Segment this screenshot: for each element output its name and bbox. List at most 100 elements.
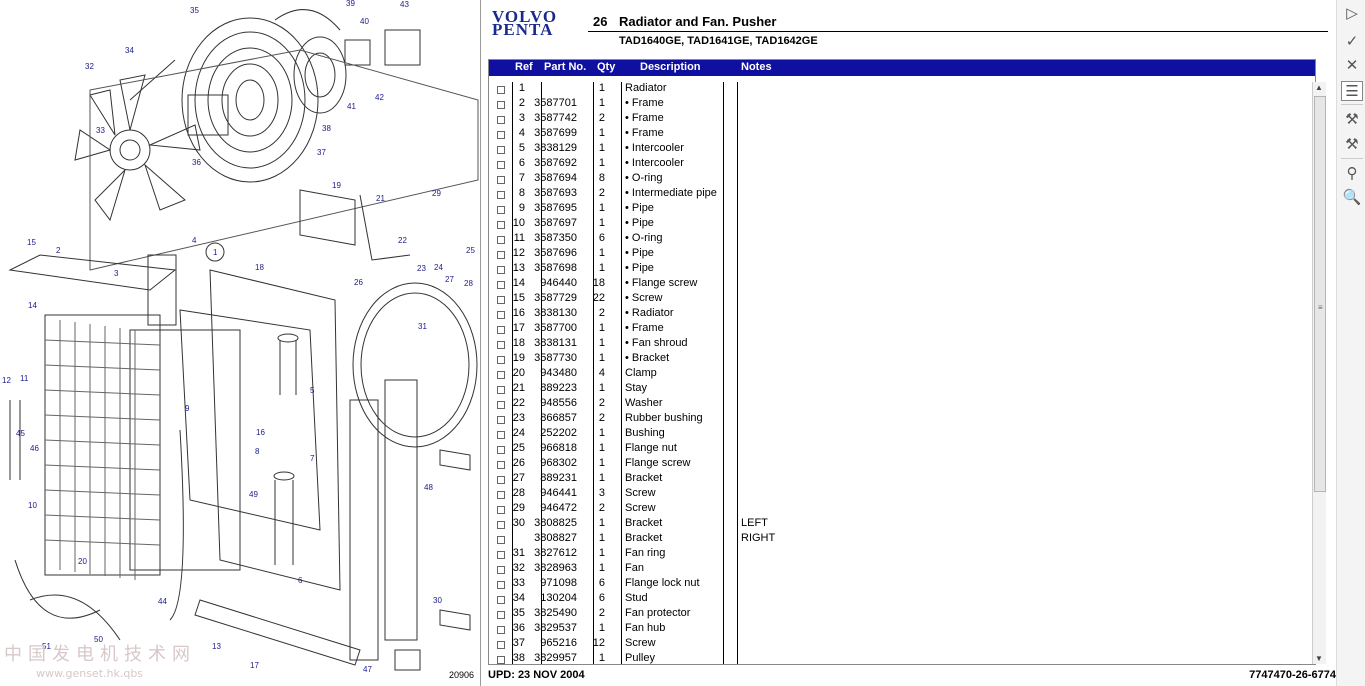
row-checkbox[interactable]: [497, 596, 505, 604]
check-icon[interactable]: ✓: [1345, 33, 1359, 50]
cell-description: • Flange screw: [625, 277, 698, 289]
row-checkbox[interactable]: [497, 641, 505, 649]
row-checkbox[interactable]: [497, 446, 505, 454]
parts-drawing: 1 2 3 4 5 6 7 8 9 10 11 12 13 14 15 16 1…: [0, 0, 481, 686]
scrollbar-thumb[interactable]: ≡: [1314, 96, 1326, 492]
binoculars-icon[interactable]: ⚲: [1346, 165, 1358, 182]
row-checkbox[interactable]: [497, 356, 505, 364]
row-checkbox[interactable]: [497, 266, 505, 274]
row-checkbox[interactable]: [497, 146, 505, 154]
col-notes-header[interactable]: Notes: [741, 61, 772, 73]
row-checkbox[interactable]: [497, 131, 505, 139]
close-icon[interactable]: ✕: [1345, 57, 1359, 74]
row-checkbox[interactable]: [497, 611, 505, 619]
tools-alt-icon[interactable]: ⚒: [1345, 136, 1359, 153]
scroll-down-arrow-icon[interactable]: ▼: [1315, 654, 1323, 663]
row-checkbox[interactable]: [497, 521, 505, 529]
row-checkbox[interactable]: [497, 581, 505, 589]
row-checkbox[interactable]: [497, 281, 505, 289]
row-checkbox[interactable]: [497, 371, 505, 379]
row-checkbox[interactable]: [497, 191, 505, 199]
row-checkbox[interactable]: [497, 236, 505, 244]
zoom-icon[interactable]: 🔍: [1342, 189, 1362, 206]
row-checkbox[interactable]: [497, 341, 505, 349]
col-description-header[interactable]: Description: [640, 61, 701, 73]
row-checkbox[interactable]: [497, 461, 505, 469]
row-checkbox[interactable]: [497, 386, 505, 394]
row-checkbox[interactable]: [497, 296, 505, 304]
row-checkbox[interactable]: [497, 116, 505, 124]
list-icon[interactable]: ☰: [1341, 81, 1363, 101]
row-checkbox[interactable]: [497, 536, 505, 544]
row-checkbox[interactable]: [497, 221, 505, 229]
row-checkbox[interactable]: [497, 491, 505, 499]
callout-11: 11: [20, 374, 29, 383]
row-checkbox[interactable]: [497, 86, 505, 94]
row-checkbox[interactable]: [497, 326, 505, 334]
row-checkbox[interactable]: [497, 416, 505, 424]
row-checkbox[interactable]: [497, 551, 505, 559]
scroll-up-arrow-icon[interactable]: ▲: [1315, 83, 1323, 92]
row-checkbox[interactable]: [497, 626, 505, 634]
row-checkbox[interactable]: [497, 311, 505, 319]
row-checkbox[interactable]: [497, 656, 505, 664]
col-qty-header[interactable]: Qty: [597, 61, 616, 73]
row-checkbox[interactable]: [497, 176, 505, 184]
row-checkbox[interactable]: [497, 476, 505, 484]
cell-qty: 1: [598, 202, 605, 214]
row-checkbox[interactable]: [497, 401, 505, 409]
col-ref-header[interactable]: Ref: [515, 61, 533, 73]
table-scrollbar[interactable]: ▲ ≡ ▼: [1312, 82, 1326, 664]
row-checkbox[interactable]: [497, 566, 505, 574]
row-checkbox[interactable]: [497, 101, 505, 109]
col-partno-header[interactable]: Part No.: [544, 61, 587, 73]
row-checkbox[interactable]: [497, 431, 505, 439]
row-checkbox[interactable]: [497, 506, 505, 514]
row-checkbox[interactable]: [497, 206, 505, 214]
play-icon[interactable]: ▷: [1346, 5, 1358, 22]
tools-icon[interactable]: ⚒: [1345, 111, 1359, 128]
row-checkbox[interactable]: [497, 161, 505, 169]
row-checkbox[interactable]: [497, 251, 505, 259]
